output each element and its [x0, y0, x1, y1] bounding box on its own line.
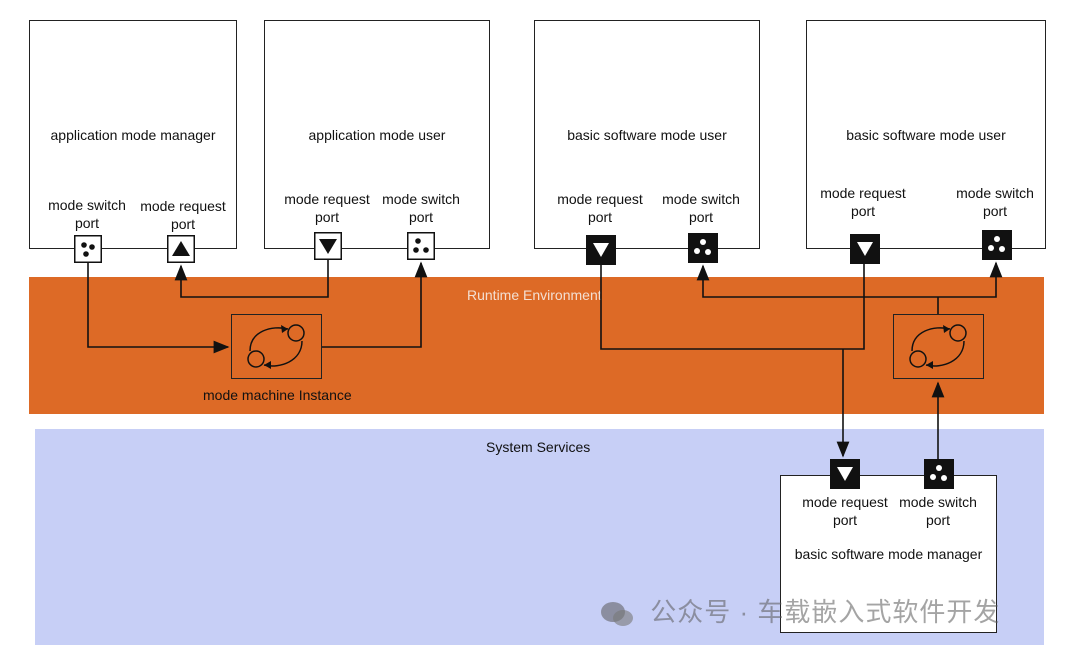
basic-software-mode-user-title-2: basic software mode user — [846, 127, 1006, 143]
application-mode-manager-box[interactable] — [29, 20, 237, 249]
three-dots-icon[interactable] — [407, 232, 435, 260]
state-cycle-icon — [909, 324, 967, 369]
triangle-down-icon[interactable] — [314, 232, 342, 260]
bsw-manager-mode-request-port-label: mode request port — [802, 494, 888, 528]
link-app-user-request-to-manager — [174, 260, 329, 298]
bsw-manager-mode-switch-port-label: mode switch port — [899, 494, 977, 528]
mode-machine-instance-label: mode machine Instance — [203, 387, 352, 403]
basic-software-mode-manager-title: basic software mode manager — [794, 546, 983, 562]
state-cycle-icon — [247, 324, 305, 369]
link-mm1-to-app-user-switch — [322, 261, 428, 348]
app-manager-mode-request-port-label: mode request port — [140, 198, 226, 232]
triangle-up-icon[interactable] — [167, 235, 195, 263]
basic-software-mode-user-box-2[interactable] — [806, 20, 1046, 249]
bsw-user2-mode-request-port-label: mode request port — [820, 185, 906, 219]
link-switch-bus-to-user1 — [696, 264, 938, 298]
mode-machine-instance-2[interactable] — [893, 314, 984, 379]
three-dots-icon[interactable] — [982, 230, 1012, 260]
mode-machine-instance-1[interactable] — [231, 314, 322, 379]
app-user-mode-request-port-label: mode request port — [284, 191, 370, 225]
three-dots-icon[interactable] — [688, 233, 718, 263]
link-bsw-requests-to-manager — [600, 264, 865, 350]
application-mode-user-box[interactable] — [264, 20, 490, 249]
bsw-user1-mode-request-port-label: mode request port — [557, 191, 643, 225]
link-app-switch-to-mm1 — [87, 263, 230, 354]
wechat-icon — [601, 602, 633, 627]
application-mode-manager-title: application mode manager — [50, 127, 216, 143]
runtime-environment-layer — [29, 277, 1044, 414]
bsw-user1-mode-switch-port-label: mode switch port — [662, 191, 740, 225]
link-switch-bus-to-user2 — [938, 261, 1003, 298]
app-manager-mode-switch-port-label: mode switch port — [48, 197, 126, 231]
basic-software-mode-user-box-1[interactable] — [534, 20, 760, 249]
triangle-down-icon[interactable] — [850, 234, 880, 264]
application-mode-user-title: application mode user — [308, 127, 446, 143]
basic-software-mode-manager-box[interactable] — [780, 475, 997, 633]
app-user-mode-switch-port-label: mode switch port — [382, 191, 460, 225]
basic-software-mode-user-title-1: basic software mode user — [567, 127, 727, 143]
watermark: 公众号 · 车载嵌入式软件开发 — [600, 592, 1000, 629]
bsw-user2-mode-switch-port-label: mode switch port — [956, 185, 1034, 219]
three-dots-icon[interactable] — [924, 459, 954, 489]
system-services-label: System Services — [486, 439, 591, 455]
watermark-text: 公众号 · 车载嵌入式软件开发 — [650, 597, 1001, 627]
triangle-down-icon[interactable] — [830, 459, 860, 489]
three-dots-icon[interactable] — [74, 235, 102, 263]
runtime-environment-label: Runtime Environment — [467, 287, 602, 303]
triangle-down-icon[interactable] — [586, 235, 616, 265]
